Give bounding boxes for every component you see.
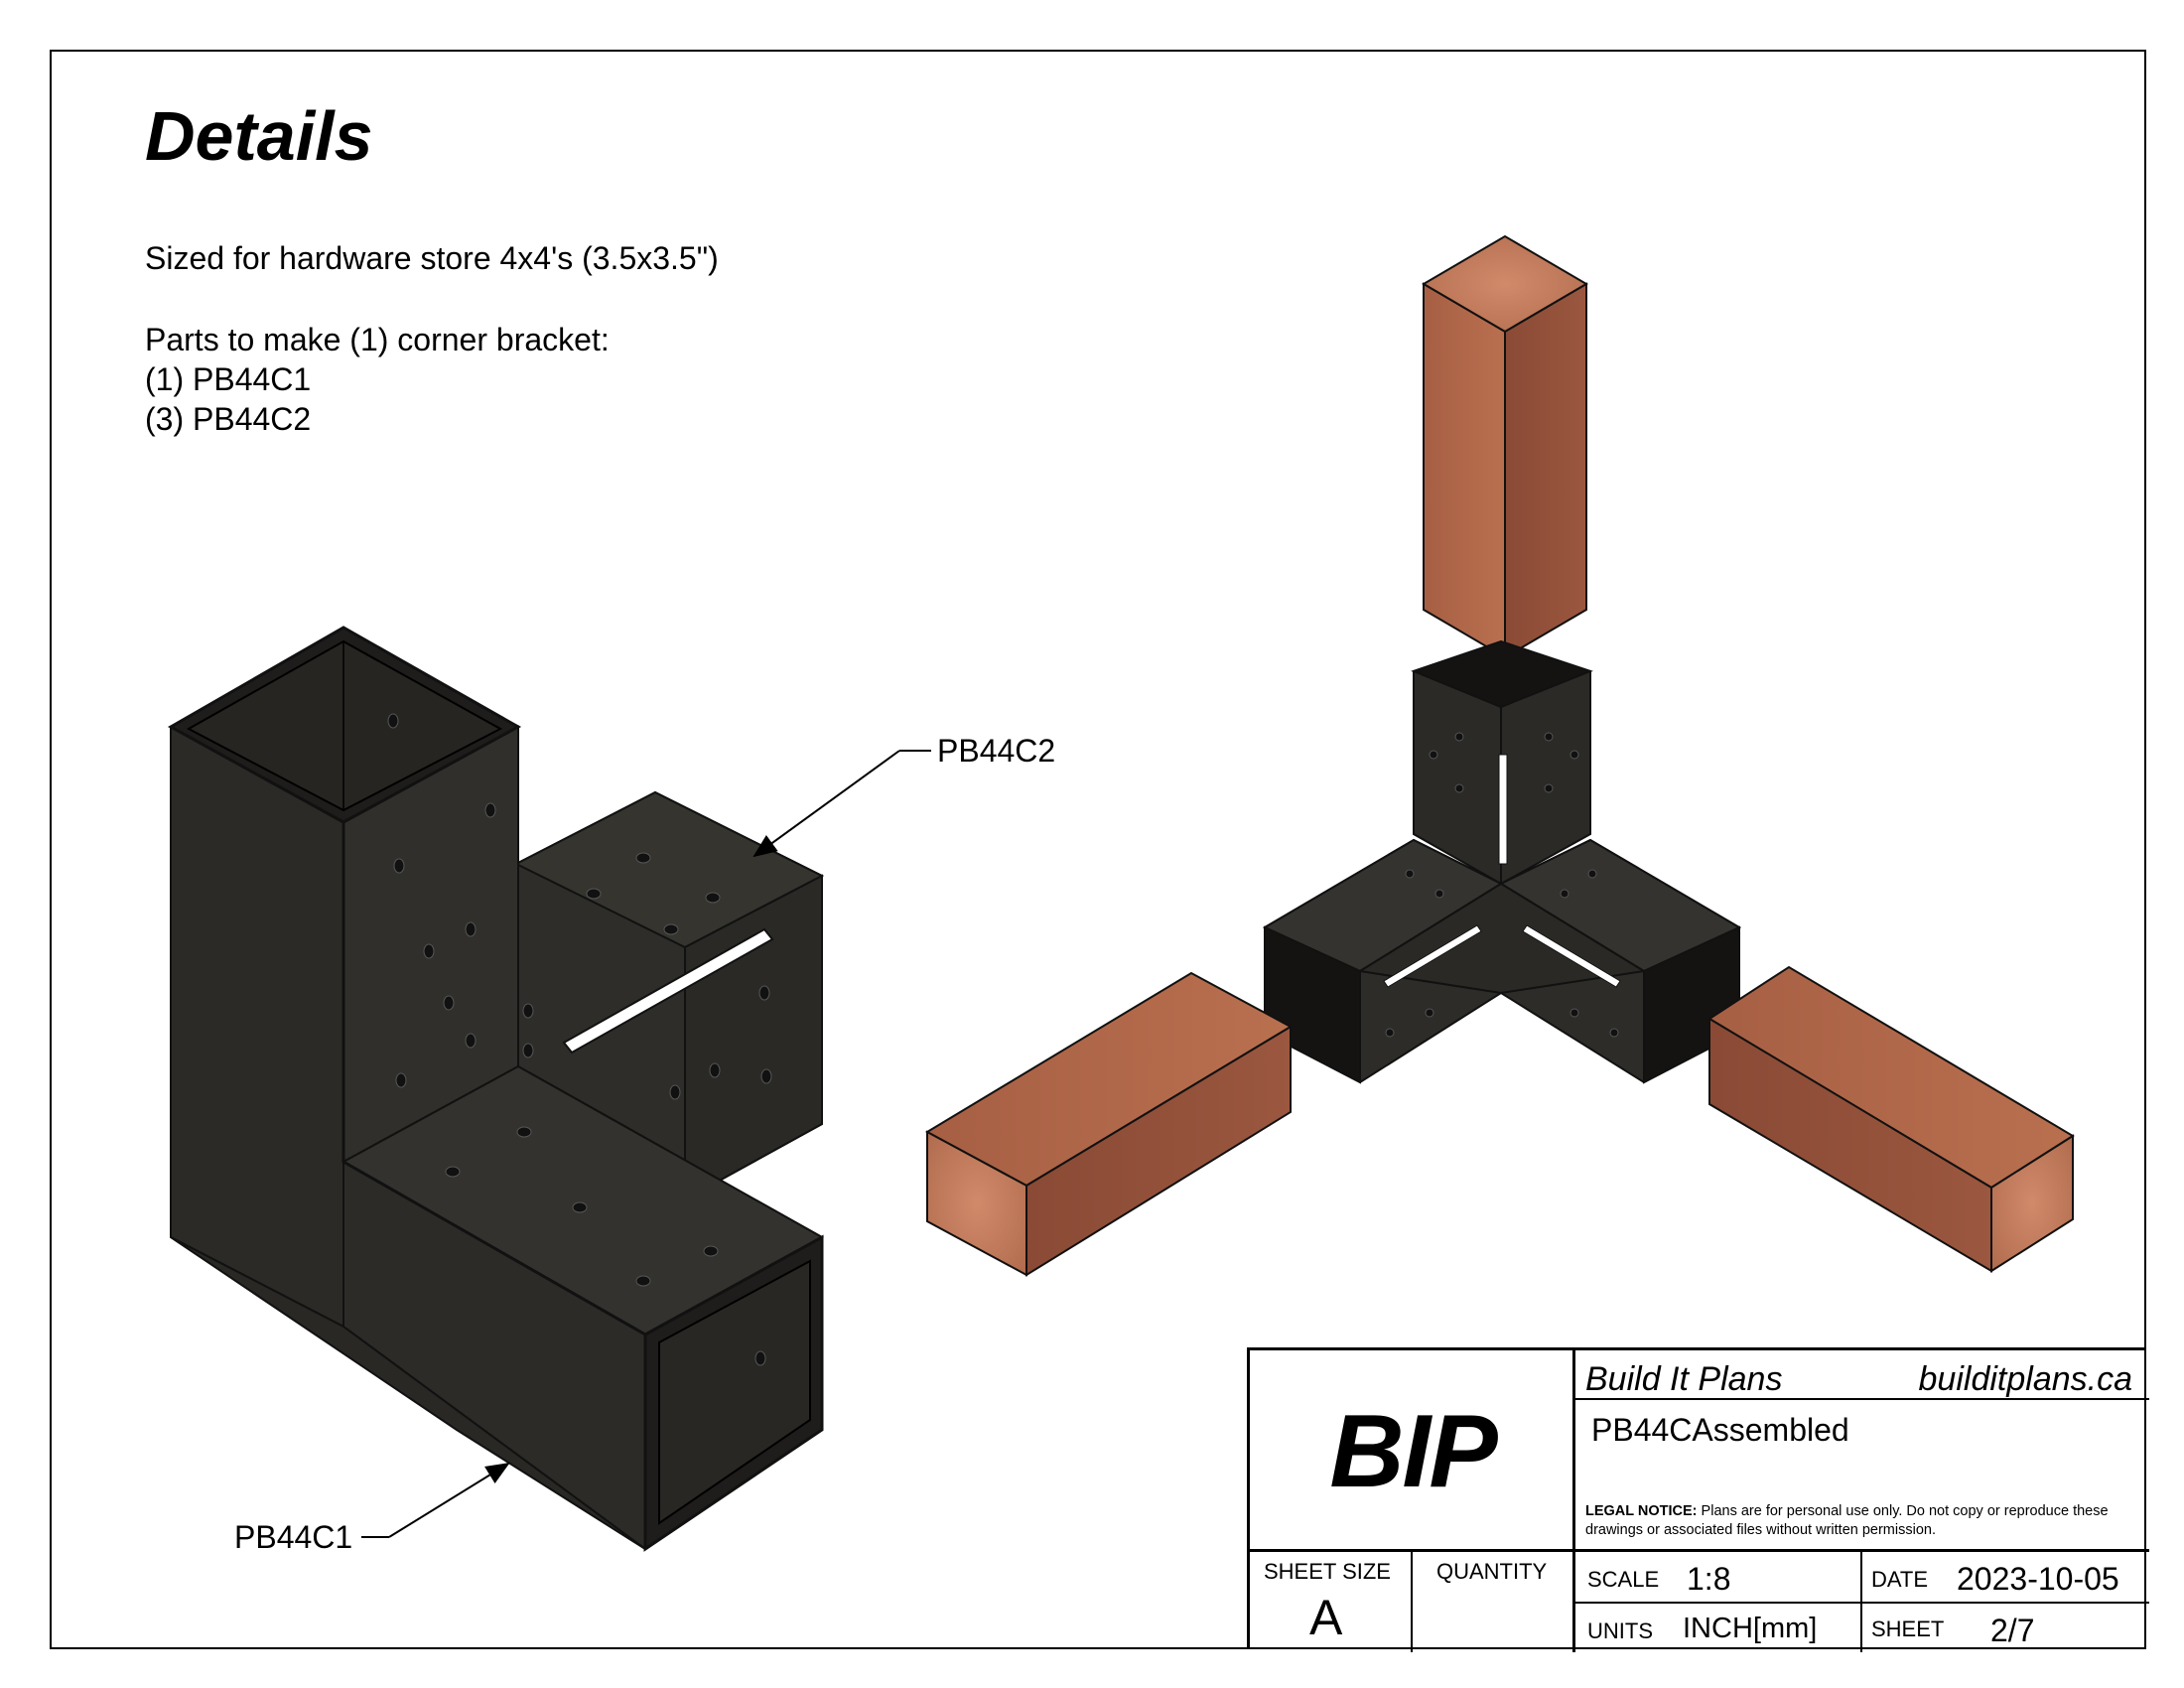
bracket-closeup xyxy=(167,626,825,1552)
scale-label: SCALE xyxy=(1587,1567,1660,1592)
exploded-assembly xyxy=(924,234,2075,1277)
pb44c2-part xyxy=(513,790,825,1201)
quantity-label: QUANTITY xyxy=(1436,1559,1548,1584)
company-website: builditplans.ca xyxy=(1918,1360,2132,1398)
page-title: Details xyxy=(145,97,373,175)
steel-hub xyxy=(1262,639,1742,1084)
wood-post-left xyxy=(924,971,1294,1277)
units-label: UNITS xyxy=(1587,1618,1653,1643)
legal-notice-text: Plans are for personal use only. Do not … xyxy=(1585,1503,2109,1538)
parts-list-item: (1) PB44C1 xyxy=(145,361,312,397)
leader-arrow-pb44c1 xyxy=(388,1462,510,1538)
date-value: 2023-10-05 xyxy=(1957,1561,2119,1597)
leader-arrow-pb44c2 xyxy=(752,750,900,858)
wood-post-right xyxy=(1707,965,2075,1273)
units-value: INCH[mm] xyxy=(1683,1613,1818,1644)
callout-pb44c1: PB44C1 xyxy=(234,1519,353,1555)
sheet-value: 2/7 xyxy=(1990,1613,2035,1648)
company-name: Build It Plans xyxy=(1585,1360,1783,1398)
legal-notice: LEGAL NOTICE: Plans are for personal use… xyxy=(1585,1502,2141,1540)
pb44c1-part xyxy=(167,626,825,1552)
part-name: PB44CAssembled xyxy=(1591,1412,1849,1448)
legal-notice-label: LEGAL NOTICE: xyxy=(1585,1503,1698,1519)
sheet-size-value: A xyxy=(1309,1590,1343,1645)
sheet-size-label: SHEET SIZE xyxy=(1264,1559,1391,1584)
drawing-frame xyxy=(50,50,2146,1649)
parts-list-item: (3) PB44C2 xyxy=(145,401,312,437)
wood-post-top xyxy=(1422,234,1588,659)
sizing-note: Sized for hardware store 4x4's (3.5x3.5"… xyxy=(145,240,719,276)
scale-value: 1:8 xyxy=(1687,1561,1731,1597)
sheet-label: SHEET xyxy=(1871,1617,1945,1641)
title-block: BIP Build It Plans builditplans.ca PB44C… xyxy=(1247,1347,2149,1652)
callout-pb44c2: PB44C2 xyxy=(937,733,1056,769)
date-label: DATE xyxy=(1871,1567,1929,1592)
parts-intro: Parts to make (1) corner bracket: xyxy=(145,322,610,357)
bip-logo: BIP xyxy=(1329,1394,1497,1509)
